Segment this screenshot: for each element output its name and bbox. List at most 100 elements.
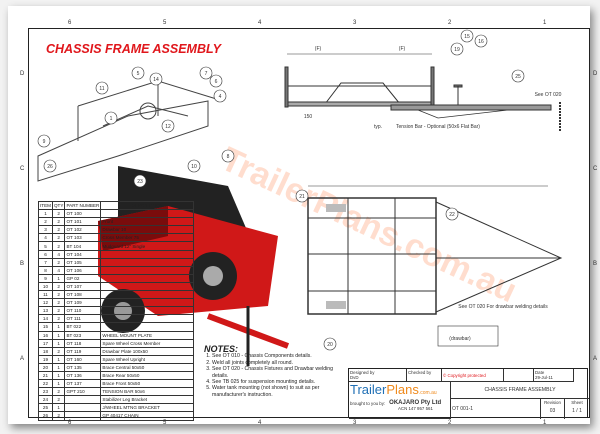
quantity: 2 — [51, 257, 66, 267]
zone-column-label: 3 — [353, 420, 357, 426]
part-number: OT 137 — [64, 379, 102, 389]
item-number: 24 — [38, 395, 53, 405]
zone-row-label: D — [593, 71, 598, 77]
quantity: 1 — [51, 379, 66, 389]
balloon-callout: 6 — [209, 74, 223, 88]
svg-text:8: 8 — [227, 154, 230, 160]
description: Brace Central 50x50 — [100, 362, 194, 372]
quantity: 2 — [51, 290, 66, 300]
description — [100, 265, 194, 275]
notes-heading: NOTES: — [204, 344, 239, 354]
balloon-callout: 5 — [131, 66, 145, 80]
part-number: BT 104 — [64, 241, 102, 251]
part-number: OT 111 — [64, 314, 102, 324]
note-item: See OT 020 - Chassis Fixtures and Drawba… — [212, 366, 344, 379]
balloon-callout: 9 — [37, 134, 51, 148]
parts-header: ITEM — [38, 200, 53, 211]
checked-by-label: Checked by — [408, 370, 432, 375]
part-number: OT 101 — [64, 217, 102, 227]
description — [100, 281, 194, 292]
side-elevation-view — [284, 53, 561, 131]
part-number: OT 102 — [64, 225, 102, 235]
description — [100, 298, 194, 308]
svg-text:7: 7 — [205, 71, 208, 77]
drawing-number: OT 001-1 — [452, 406, 474, 412]
sheet-number: 1 / 1 — [572, 408, 582, 414]
svg-text:Tension Bar - Optional (50x6 F: Tension Bar - Optional (50x6 Flat Bar) — [396, 124, 480, 130]
item-number: 23 — [38, 387, 53, 397]
quantity: 2 — [51, 233, 66, 243]
part-number: OT 105 — [64, 257, 102, 267]
svg-text:1: 1 — [110, 116, 113, 122]
item-number: 19 — [38, 354, 53, 364]
description: Drawbar Plate 100x50 — [100, 346, 194, 356]
balloon-callout: 11 — [95, 81, 109, 95]
zone-column-label: 2 — [448, 420, 452, 426]
description — [100, 273, 194, 283]
quantity: 2 — [51, 346, 66, 356]
balloon-callout: 25 — [511, 69, 525, 83]
svg-text:26: 26 — [47, 164, 53, 170]
svg-text:(drawbar): (drawbar) — [449, 336, 471, 342]
part-number: OT 106 — [64, 265, 102, 275]
item-number: 25 — [38, 403, 53, 413]
balloon-callout: 26 — [43, 159, 57, 173]
item-number: 26 — [38, 411, 53, 421]
quantity: 1 — [51, 403, 66, 413]
svg-text:20: 20 — [327, 342, 333, 348]
quantity: 2 — [51, 241, 66, 251]
item-number: 15 — [38, 322, 53, 332]
part-number — [64, 411, 102, 421]
item-number: 21 — [38, 370, 53, 381]
part-number: GP 02 — [64, 273, 102, 283]
quantity: 2 — [51, 298, 66, 308]
description: WHEEL MOUNT PLATE — [100, 330, 194, 340]
note-item: See TB 025 for suspension mounting detai… — [212, 379, 344, 385]
zone-column-label: 3 — [353, 20, 357, 26]
svg-text:25: 25 — [515, 74, 521, 80]
item-number: 7 — [38, 257, 53, 267]
sheet-label: Sheet — [571, 400, 583, 405]
description: GP 40417 CHAIN — [100, 411, 194, 421]
svg-text:11: 11 — [99, 86, 104, 92]
zone-row-label: A — [593, 356, 598, 362]
svg-text:23: 23 — [137, 179, 143, 185]
balloon-callout: 12 — [161, 119, 175, 133]
zone-column-label: 6 — [68, 20, 72, 26]
note-item: Water tank mounting (not shown) to suit … — [212, 385, 344, 398]
description: Spare Wheel Cross Member — [100, 338, 194, 348]
svg-text:See OT 020 For drawbar welding: See OT 020 For drawbar welding details — [458, 304, 548, 310]
svg-text:12: 12 — [165, 124, 171, 130]
balloon-callout: 8 — [221, 149, 235, 163]
description — [100, 322, 194, 332]
quantity: 2 — [51, 387, 66, 397]
balloon-callout: 22 — [445, 207, 459, 221]
part-number: OT 136 — [64, 370, 102, 381]
zone-row-label: D — [20, 71, 25, 77]
balloon-callout: 21 — [295, 189, 309, 203]
description — [100, 257, 194, 267]
svg-text:15: 15 — [464, 34, 470, 40]
zone-column-label: 1 — [543, 420, 547, 426]
revision-label: Revision — [544, 400, 561, 405]
parts-header: PART NUMBER — [64, 200, 102, 211]
quantity: 2 — [51, 306, 66, 316]
zone-column-label: 6 — [68, 420, 72, 426]
zone-row-label: B — [20, 261, 25, 267]
part-number — [64, 403, 102, 413]
balloon-callout: 20 — [323, 337, 337, 351]
part-number: OT 119 — [64, 346, 102, 356]
quantity: 1 — [51, 330, 66, 340]
